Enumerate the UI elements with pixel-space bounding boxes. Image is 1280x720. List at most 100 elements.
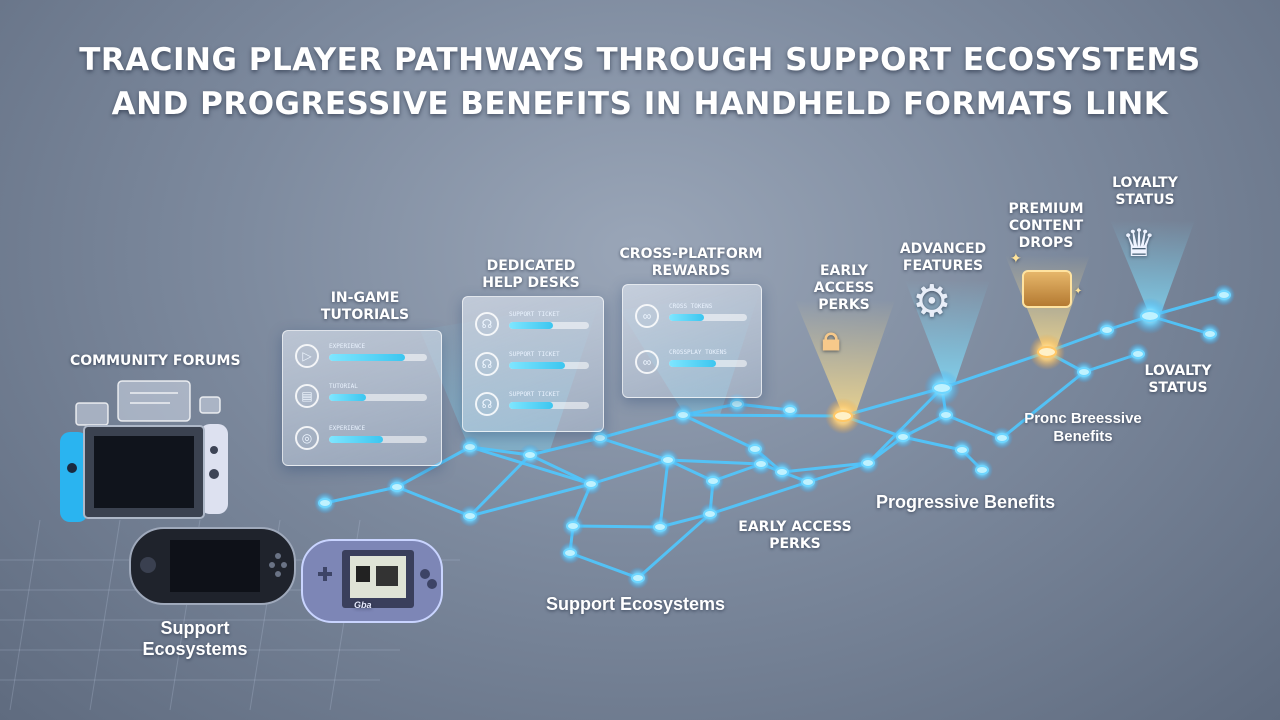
progress-fill	[329, 394, 367, 401]
network-node	[857, 452, 879, 474]
label-line: STATUS	[1115, 192, 1175, 208]
network-node	[519, 444, 541, 466]
panel-row-text: EXPERIENCE	[329, 343, 366, 350]
network-node	[744, 438, 766, 460]
progress-bar	[669, 360, 747, 367]
network-link	[568, 551, 640, 580]
handheld-gba-device	[301, 539, 443, 623]
network-node	[971, 459, 993, 481]
network-node	[672, 404, 694, 426]
network-link	[940, 350, 1049, 390]
label-line: DROPS	[1018, 235, 1074, 251]
network-node	[562, 515, 584, 537]
panel-row: ∞ CROSS TOKENS	[633, 301, 751, 331]
lock-icon: 🔒︎	[822, 320, 841, 358]
network-link	[658, 458, 670, 529]
sparkle-icon: ✦	[1074, 286, 1083, 297]
chat-bubble-icon	[75, 380, 221, 426]
progress-bar	[329, 354, 427, 361]
panel-row-text: EXPERIENCE	[329, 425, 366, 432]
label-line: EARLY ACCESS	[738, 519, 852, 535]
network-node	[1073, 361, 1095, 383]
network-node	[951, 439, 973, 461]
label-line: Benefits	[1053, 428, 1113, 445]
progress-fill	[669, 314, 705, 321]
network-node	[459, 505, 481, 527]
network-link	[681, 413, 757, 451]
label-line: Support	[160, 618, 230, 638]
label-line: CONTENT	[1008, 218, 1084, 234]
label-support-ecosystems-center: Support Ecosystems	[546, 594, 726, 614]
network-link	[528, 436, 602, 457]
network-link	[395, 445, 472, 489]
label-early-access-perks-top: EARLY ACCESS PERKS	[802, 263, 886, 314]
diagram-title: TRACING PLAYER PATHWAYS THROUGH SUPPORT …	[0, 38, 1280, 126]
gear-icon: ⚙	[912, 277, 952, 326]
network-node	[726, 393, 748, 415]
network-link	[323, 485, 399, 505]
label-line: ACCESS	[813, 280, 875, 296]
panel-row-text: SUPPORT TICKET	[509, 351, 560, 358]
label-dedicated-help-desks: DEDICATED HELP DESKS	[466, 258, 596, 292]
panel-row: ∞ CROSSPLAY TOKENS	[633, 347, 751, 377]
label-line: CROSS-PLATFORM	[619, 246, 763, 262]
progress-bar	[329, 394, 427, 401]
label-progressive-benefits: Progressive Benefits	[876, 492, 1056, 512]
link-icon: ∞	[635, 350, 659, 374]
network-node	[892, 426, 914, 448]
label-early-access-perks-mid: EARLY ACCESS PERKS	[732, 519, 858, 553]
progress-fill	[509, 362, 565, 369]
network-node	[314, 492, 336, 514]
network-link	[598, 436, 670, 462]
network-node	[459, 436, 481, 458]
label-line: PREMIUM	[1008, 201, 1084, 217]
headset-icon: ☊	[475, 312, 499, 336]
network-node	[702, 470, 724, 492]
network-node	[627, 567, 649, 589]
floor-grid	[0, 519, 460, 711]
link-icon: ∞	[635, 304, 659, 328]
label-line: PERKS	[769, 536, 821, 552]
progress-bar	[509, 402, 589, 409]
progress-bar	[509, 322, 589, 329]
headset-icon: ☊	[475, 352, 499, 376]
network-node	[771, 461, 793, 483]
label-cross-platform-rewards: CROSS-PLATFORM REWARDS	[616, 246, 766, 280]
panel-row: ☊ SUPPORT TICKET	[473, 309, 593, 339]
progress-fill	[329, 354, 406, 361]
handheld-psp-device	[129, 527, 296, 605]
label-loyalty-status-top: LOYALTY STATUS	[1104, 175, 1186, 209]
milestone-node-gold	[1029, 334, 1065, 370]
network-link	[1000, 370, 1086, 440]
label-community-forums: COMMUNITY FORUMS	[70, 353, 241, 369]
network-node	[991, 427, 1013, 449]
label-advanced-features: ADVANCED FEATURES	[896, 241, 990, 275]
treasure-chest-icon	[1022, 270, 1072, 308]
network-node	[1127, 343, 1149, 365]
label-line: TUTORIALS	[320, 307, 410, 323]
play-icon: ▷	[295, 344, 319, 368]
network-link	[468, 453, 532, 518]
panel-row: ▷ EXPERIENCE	[293, 341, 431, 371]
controller-icon: ◎	[295, 426, 319, 450]
network-nodes	[314, 284, 1235, 589]
network-node	[935, 404, 957, 426]
network-node	[797, 471, 819, 493]
milestone-node-gold	[825, 398, 861, 434]
network-link	[708, 480, 810, 516]
network-link	[598, 413, 685, 440]
network-node	[580, 473, 602, 495]
panel-row: ◎ EXPERIENCE	[293, 423, 431, 453]
network-link	[636, 512, 712, 580]
network-node	[559, 542, 581, 564]
title-line-1: TRACING PLAYER PATHWAYS THROUGH SUPPORT …	[79, 42, 1201, 78]
label-line: LOYALTY	[1112, 175, 1178, 191]
label-line: FEATURES	[902, 258, 984, 274]
book-icon: ▤	[295, 384, 319, 408]
label-line: Pronc Breessive	[1024, 410, 1142, 427]
label-loyalty-status-right: LOVALTY STATUS	[1136, 363, 1220, 397]
label-support-ecosystems-left: Support Ecosystems	[130, 618, 260, 660]
panel-row: ☊ SUPPORT TICKET	[473, 389, 593, 419]
label-premium-content-drops: PREMIUM CONTENT DROPS	[1004, 201, 1088, 252]
label-pronc-breessive-benefits: Pronc Breessive Benefits	[1014, 410, 1152, 446]
